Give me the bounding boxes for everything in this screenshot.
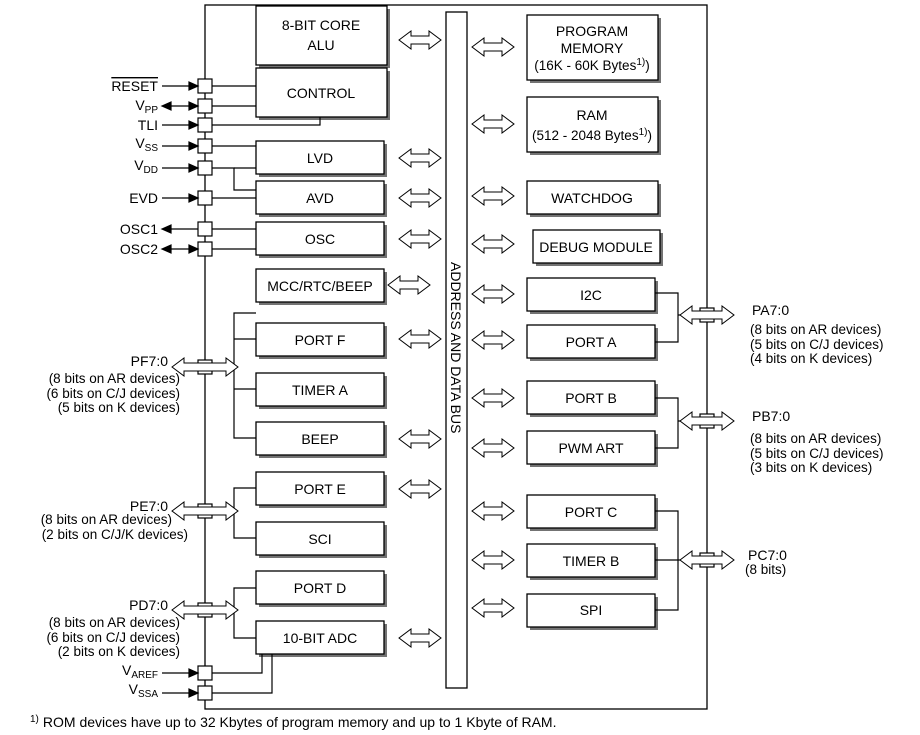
avd-block bbox=[255, 180, 385, 215]
watchdog-block bbox=[526, 180, 659, 215]
port-b-block bbox=[526, 380, 656, 415]
program-label: PROGRAM bbox=[556, 23, 628, 39]
mcc-label: MCC/RTC/BEEP bbox=[267, 278, 373, 294]
pd-port-note-3: (2 bits on K devices) bbox=[58, 644, 180, 659]
pf-port-name: PF7:0 bbox=[131, 353, 169, 369]
debug-label: DEBUG MODULE bbox=[539, 239, 653, 255]
pd-port-name: PD7:0 bbox=[129, 597, 168, 613]
alu-label: ALU bbox=[307, 37, 334, 53]
port-f-block bbox=[255, 322, 385, 357]
pe-port-note-2: (2 bits on C/J/K devices) bbox=[42, 527, 188, 542]
control-block bbox=[255, 67, 388, 118]
port-a-label: PORT A bbox=[566, 334, 618, 350]
bus-label: ADDRESS AND DATA BUS bbox=[448, 262, 464, 433]
ram-block bbox=[526, 96, 659, 153]
osc-block bbox=[255, 221, 385, 256]
port-b-label: PORT B bbox=[565, 390, 617, 406]
control-label: CONTROL bbox=[287, 85, 356, 101]
spi-block bbox=[526, 593, 656, 628]
pb-port-note-1: (8 bits on AR devices) bbox=[750, 431, 881, 446]
timer-b-block bbox=[526, 543, 656, 578]
port-d-label: PORT D bbox=[294, 580, 346, 596]
pd-port-note-2: (6 bits on C/J devices) bbox=[46, 630, 180, 645]
port-e-label: PORT E bbox=[294, 481, 346, 497]
timer-a-block bbox=[255, 372, 385, 407]
memory-label: MEMORY bbox=[561, 40, 624, 56]
osc1-pin-label: OSC1 bbox=[120, 221, 158, 237]
pf-port-note-2: (6 bits on C/J devices) bbox=[46, 386, 180, 401]
pc-port-name: PC7:0 bbox=[748, 547, 787, 563]
vdd-pin-label: VDD bbox=[134, 157, 158, 176]
watchdog-label: WATCHDOG bbox=[551, 190, 633, 206]
pd-port-note-1: (8 bits on AR devices) bbox=[49, 615, 180, 630]
pa-port-note-1: (8 bits on AR devices) bbox=[750, 322, 881, 337]
mcc-rtc-beep-block bbox=[255, 268, 385, 303]
pb-port-note-2: (5 bits on C/J devices) bbox=[750, 446, 884, 461]
debug-module-block bbox=[532, 229, 661, 264]
footnote: 1)ROM devices have up to 32 Kbytes of pr… bbox=[30, 714, 556, 730]
evd-pin-label: EVD bbox=[129, 190, 158, 206]
varef-pin-label: VAREF bbox=[122, 662, 158, 681]
pe-port-note-1: (8 bits on AR devices) bbox=[41, 512, 172, 527]
port-c-block bbox=[526, 494, 656, 529]
port-f-label: PORT F bbox=[295, 332, 346, 348]
pwm-art-block bbox=[526, 430, 656, 465]
pa-port-note-3: (4 bits on K devices) bbox=[750, 351, 872, 366]
port-c-label: PORT C bbox=[565, 504, 617, 520]
program-memory-size: (16K - 60K Bytes1)) bbox=[534, 57, 649, 73]
beep-label: BEEP bbox=[301, 431, 338, 447]
core-label: 8-BIT CORE bbox=[282, 17, 360, 33]
avd-label: AVD bbox=[306, 190, 334, 206]
sci-block bbox=[255, 521, 385, 556]
pf-port-note-3: (5 bits on K devices) bbox=[58, 400, 180, 415]
port-a-block bbox=[526, 324, 656, 359]
vpp-pin-label: VPP bbox=[135, 97, 158, 116]
pf-port-note-1: (8 bits on AR devices) bbox=[49, 371, 180, 386]
beep-block bbox=[255, 421, 385, 456]
i2c-block bbox=[526, 277, 656, 312]
ram-size: (512 - 2048 Bytes1)) bbox=[532, 127, 652, 143]
pc-port-note-1: (8 bits) bbox=[745, 562, 786, 577]
sci-label: SCI bbox=[308, 531, 331, 547]
i2c-label: I2C bbox=[580, 287, 602, 303]
lvd-label: LVD bbox=[307, 150, 333, 166]
timer-b-label: TIMER B bbox=[563, 553, 620, 569]
adc-block bbox=[255, 620, 385, 655]
port-d-block bbox=[255, 570, 385, 605]
ram-label: RAM bbox=[576, 107, 607, 123]
timer-a-label: TIMER A bbox=[292, 382, 349, 398]
core-alu-block bbox=[255, 5, 388, 66]
osc-label: OSC bbox=[305, 231, 335, 247]
vss-pin-label: VSS bbox=[135, 135, 158, 154]
tli-pin-label: TLI bbox=[138, 117, 158, 133]
lvd-block bbox=[255, 140, 385, 175]
pe-port-name: PE7:0 bbox=[130, 498, 168, 514]
vssa-pin-label: VSSA bbox=[129, 681, 159, 700]
port-arrows bbox=[171, 305, 735, 620]
pwm-art-label: PWM ART bbox=[558, 440, 624, 456]
port-e-block bbox=[255, 471, 385, 506]
left-pin-arrows bbox=[160, 81, 200, 698]
pa-port-note-2: (5 bits on C/J devices) bbox=[750, 337, 884, 352]
spi-label: SPI bbox=[580, 602, 603, 618]
pb-port-name: PB7:0 bbox=[752, 408, 790, 424]
pa-port-name: PA7:0 bbox=[752, 302, 789, 318]
address-data-bus bbox=[445, 11, 468, 689]
reset-pin-label: RESET bbox=[111, 78, 158, 94]
adc-label: 10-BIT ADC bbox=[283, 630, 357, 646]
pb-port-note-3: (3 bits on K devices) bbox=[750, 460, 872, 475]
osc2-pin-label: OSC2 bbox=[120, 241, 158, 257]
program-memory-block bbox=[526, 14, 659, 81]
